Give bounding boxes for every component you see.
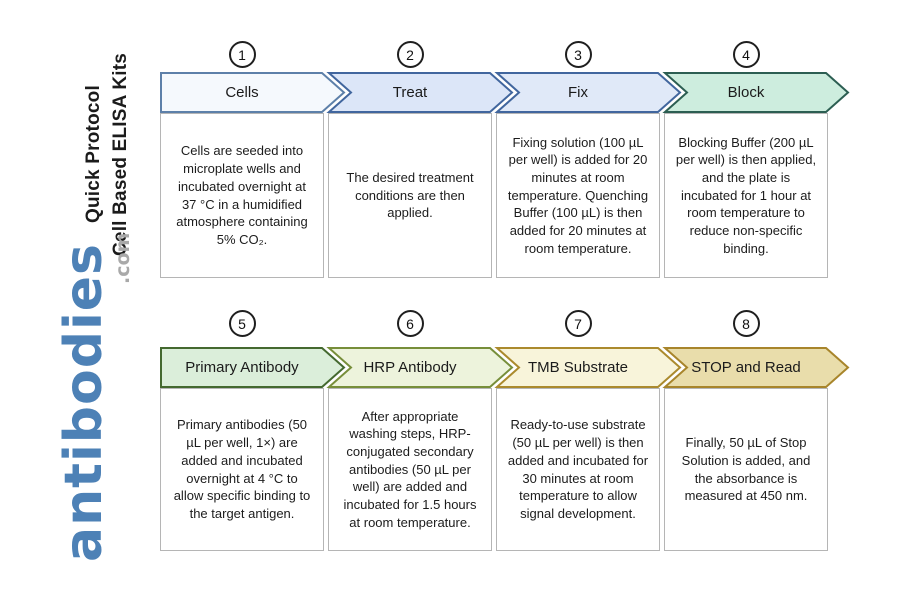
step-description: Ready-to-use substrate (50 µL per well) … [496,388,660,551]
step-number: 2 [406,46,414,63]
step-arrow: STOP and Read [662,347,850,388]
step-number: 7 [574,315,582,332]
step-description: Fixing solution (100 µL per well) is add… [496,113,660,278]
step-number-badge: 2 [396,41,424,68]
arrow-shape [160,347,346,388]
step-label: Cells [225,84,259,101]
step-description: Blocking Buffer (200 µL per well) is the… [664,113,828,278]
steps-row-1: 1 Cells Cells are seeded into microplate… [160,41,850,278]
step-label: Block [727,84,765,101]
step-column-3: 3 Fix Fixing solution (100 µL per well) … [494,41,682,278]
steps-row-2: 5 Primary Antibody Primary antibodies (5… [160,310,850,551]
step-label: STOP and Read [691,359,801,376]
step-number: 8 [742,315,750,332]
step-column-1: 1 Cells Cells are seeded into microplate… [160,41,346,278]
arrow-shape [494,72,682,113]
step-arrow: TMB Substrate [494,347,682,388]
step-column-7: 7 TMB Substrate Ready-to-use substrate (… [494,310,682,551]
step-description: Cells are seeded into microplate wells a… [160,113,324,278]
step-number-badge: 7 [564,310,592,337]
step-arrow: Cells [160,72,346,113]
step-number: 3 [574,46,582,63]
step-column-4: 4 Block Blocking Buffer (200 µL per well… [662,41,850,278]
step-number-badge: 5 [228,310,256,337]
brand-logo-suffix: .com [112,232,134,284]
step-arrow: Treat [326,72,514,113]
step-number: 4 [742,46,750,63]
brand-logo: antibodies [54,243,114,563]
page-title-line1: Cell Based ELISA Kits [110,52,131,256]
step-description: Primary antibodies (50 µL per well, 1×) … [160,388,324,551]
step-label: Fix [568,84,588,101]
step-arrow: Block [662,72,850,113]
step-number-badge: 1 [228,41,256,68]
arrow-shape [160,72,346,113]
step-description: Finally, 50 µL of Stop Solution is added… [664,388,828,551]
step-description: The desired treatment conditions are the… [328,113,492,278]
step-arrow: Fix [494,72,682,113]
page-title-line2: Quick Protocol [83,85,104,223]
step-number: 5 [238,315,246,332]
step-label: Primary Antibody [185,359,299,376]
step-column-8: 8 STOP and Read Finally, 50 µL of Stop S… [662,310,850,551]
step-number: 1 [238,46,246,63]
step-label: HRP Antibody [363,359,457,376]
step-number-badge: 6 [396,310,424,337]
arrow-shape [494,347,682,388]
step-column-6: 6 HRP Antibody After appropriate washing… [326,310,514,551]
step-number-badge: 3 [564,41,592,68]
step-arrow: HRP Antibody [326,347,514,388]
arrow-shape [326,72,514,113]
step-label: TMB Substrate [527,359,629,376]
arrow-shape [326,347,514,388]
arrow-shape [662,347,850,388]
step-description: After appropriate washing steps, HRP-con… [328,388,492,551]
step-column-2: 2 Treat The desired treatment conditions… [326,41,514,278]
step-number-badge: 4 [732,41,760,68]
step-number: 6 [406,315,414,332]
step-label: Treat [392,84,428,101]
arrow-shape [662,72,850,113]
step-column-5: 5 Primary Antibody Primary antibodies (5… [160,310,346,551]
step-number-badge: 8 [732,310,760,337]
step-arrow: Primary Antibody [160,347,346,388]
